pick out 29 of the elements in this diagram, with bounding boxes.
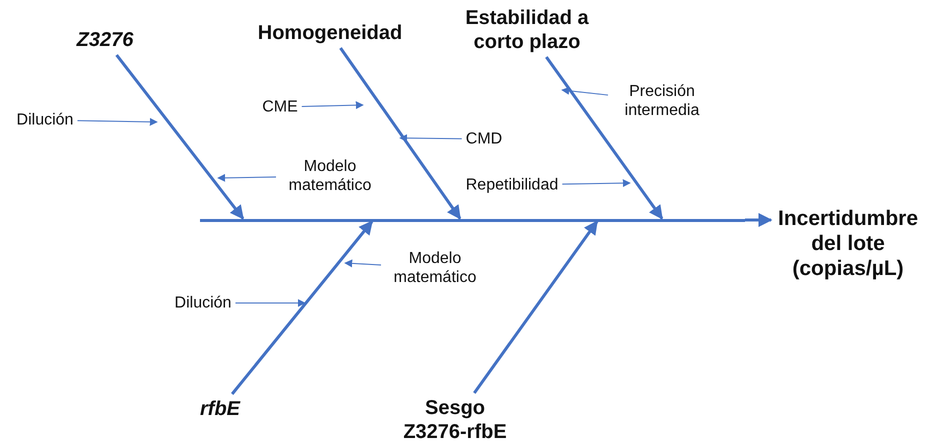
arrow	[339, 47, 462, 220]
cause-label: Modelo matemático	[385, 248, 485, 288]
arrow	[745, 213, 772, 227]
arrow	[545, 56, 664, 220]
category-label: Z3276	[76, 28, 134, 52]
arrow	[301, 101, 364, 110]
cause-label: Dilución	[174, 293, 232, 313]
arrow	[561, 86, 608, 96]
arrow	[344, 259, 382, 268]
cause-label: Repetibilidad	[466, 175, 558, 195]
category-label: rfbE	[200, 397, 240, 421]
arrow	[562, 179, 631, 188]
category-label: Estabilidad a corto plazo	[447, 6, 607, 54]
effect-label: Incertidumbre del lote (copias/µL)	[773, 206, 923, 282]
cause-label: Modelo matemático	[280, 156, 380, 196]
spine-line	[200, 218, 745, 222]
arrow	[217, 174, 276, 182]
cause-label: CME	[262, 97, 298, 117]
cause-label: Precisión intermedia	[612, 82, 712, 120]
arrow	[115, 54, 244, 220]
arrow	[76, 118, 158, 126]
arrow	[231, 220, 374, 395]
cause-label: CMD	[466, 129, 502, 149]
arrow	[473, 220, 598, 394]
arrow	[399, 134, 462, 142]
cause-label: Dilución	[16, 110, 74, 130]
category-label: Sesgo Z3276-rfbE	[395, 396, 515, 444]
arrow	[234, 299, 306, 307]
category-label: Homogeneidad	[258, 21, 402, 45]
